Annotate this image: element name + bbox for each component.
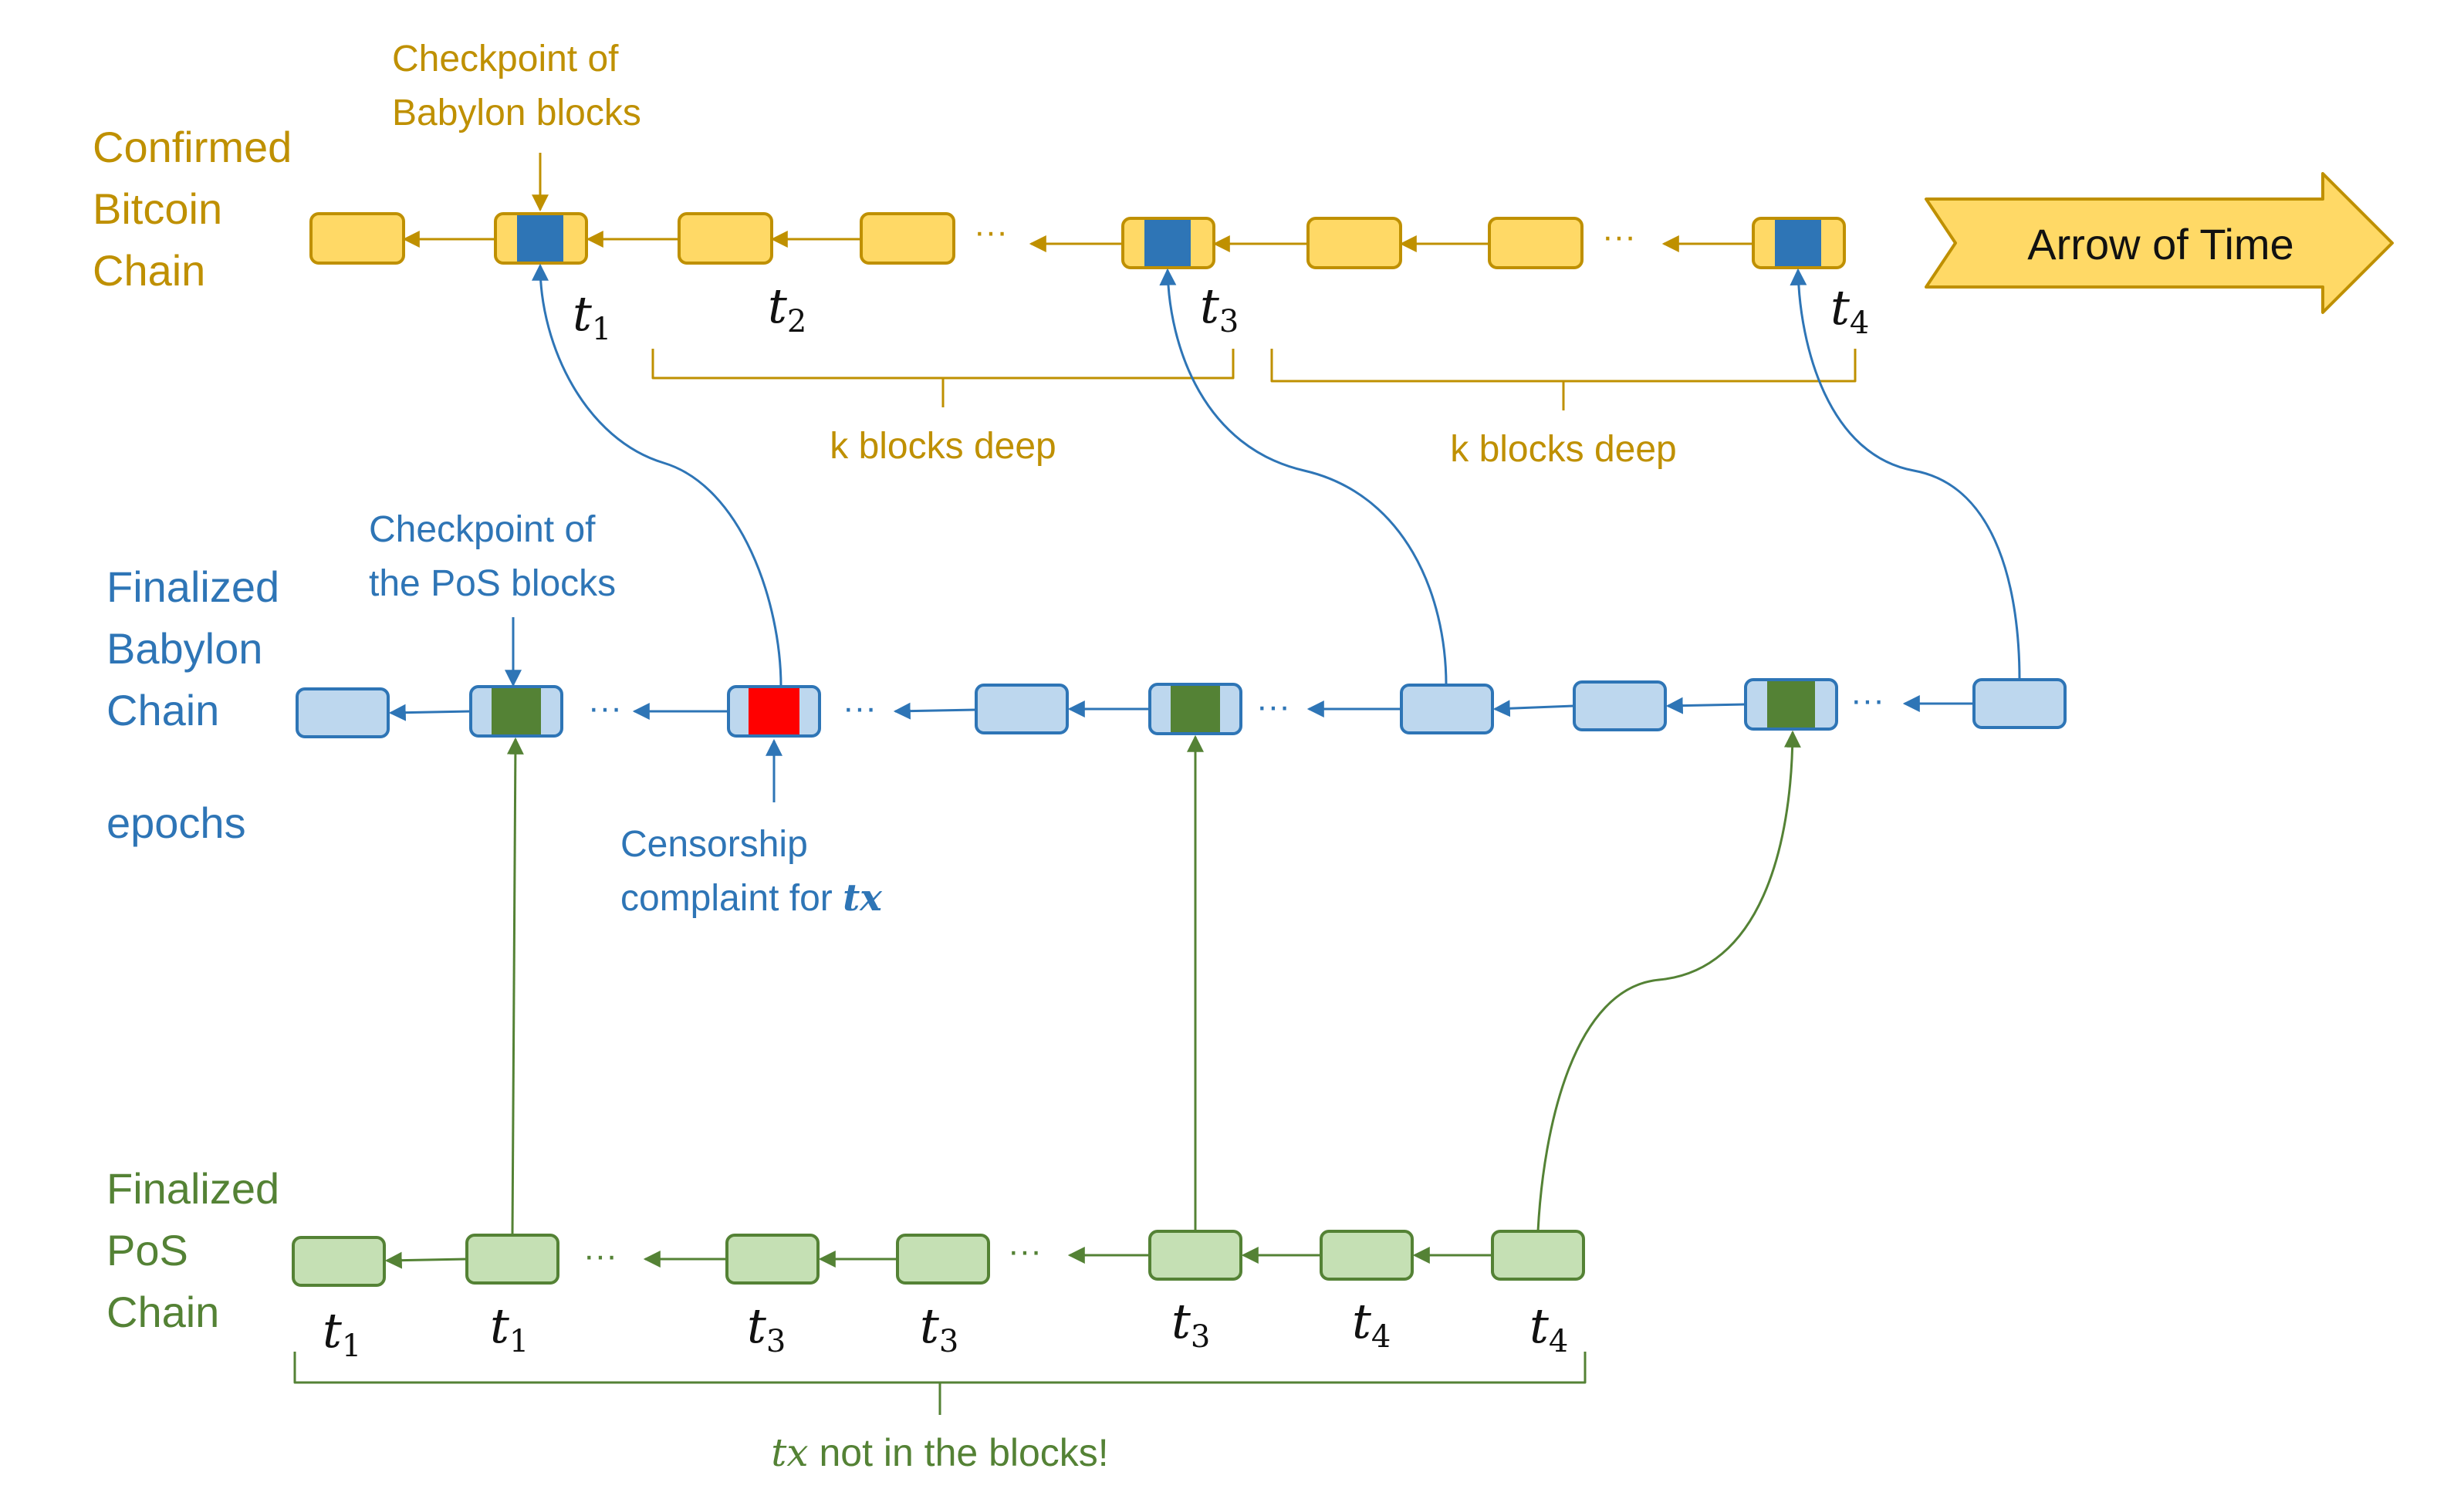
babylon-to-bitcoin-checkpoints bbox=[532, 263, 2021, 687]
pos-time-label: t3 bbox=[920, 1298, 958, 1359]
pos-block bbox=[725, 1234, 820, 1285]
pos-chain: Finalized PoS Chain ··· ··· t1 t1 t3 t3 … bbox=[106, 1164, 1587, 1475]
pos-checkpoint-callout-line1: Checkpoint of bbox=[369, 509, 596, 550]
babylon-block bbox=[1972, 678, 2067, 729]
babylon-ellipsis: ··· bbox=[588, 689, 622, 727]
pos-time-label: t3 bbox=[747, 1298, 786, 1359]
pos-block bbox=[1148, 1230, 1242, 1281]
checkpoint-curve bbox=[1790, 268, 2021, 680]
babylon-checkpoint-callout-line1: Checkpoint of bbox=[392, 39, 619, 79]
babylon-chain-link bbox=[893, 702, 977, 720]
checkpoint-link bbox=[506, 737, 524, 1236]
bitcoin-chain-label-line1: Confirmed bbox=[93, 123, 292, 171]
checkpoint-curve bbox=[1159, 268, 1448, 686]
babylon-chain-label-line2: Babylon bbox=[106, 624, 262, 673]
bitcoin-time-label: t1 bbox=[573, 285, 611, 347]
bitcoin-block bbox=[678, 212, 773, 265]
pos-time-label: t4 bbox=[1352, 1293, 1391, 1355]
pos-checkpoint-callout-line2: the PoS blocks bbox=[369, 563, 616, 604]
babylon-block bbox=[296, 687, 390, 738]
bitcoin-time-label: t2 bbox=[768, 278, 806, 339]
pos-block bbox=[465, 1234, 559, 1285]
censorship-complaint-marker bbox=[749, 688, 799, 734]
babylon-checkpoint-marker bbox=[1775, 220, 1821, 266]
babylon-checkpoint-callout-line2: Babylon blocks bbox=[392, 93, 641, 133]
arrow-of-time: Arrow of Time bbox=[1925, 172, 2394, 314]
pos-block bbox=[896, 1234, 990, 1285]
tx-not-in-blocks-brace bbox=[293, 1352, 1587, 1415]
bitcoin-ellipsis: ··· bbox=[974, 213, 1008, 251]
pos-ellipsis: ··· bbox=[583, 1237, 617, 1274]
pos-chain-label-line2: PoS bbox=[106, 1226, 188, 1274]
pos-block bbox=[1491, 1230, 1585, 1281]
arrow-of-time-label: Arrow of Time bbox=[2027, 220, 2293, 268]
bitcoin-block bbox=[309, 212, 405, 265]
bitcoin-block bbox=[1306, 217, 1402, 269]
pos-block bbox=[292, 1236, 386, 1287]
pos-chain-label-line1: Finalized bbox=[106, 1164, 279, 1213]
censorship-callout-line2: complaint for tx bbox=[620, 876, 883, 920]
bitcoin-ellipsis: ··· bbox=[1602, 218, 1636, 255]
checkpoint-curve bbox=[532, 263, 782, 687]
babylon-ellipsis: ··· bbox=[843, 689, 877, 727]
babylon-chain-link bbox=[388, 704, 472, 721]
pos-checkpoint-marker bbox=[492, 688, 541, 734]
babylon-ellipsis: ··· bbox=[1256, 687, 1290, 725]
pos-block bbox=[1320, 1230, 1414, 1281]
censorship-callout-line1: Censorship bbox=[620, 824, 808, 865]
babylon-checkpoint-marker bbox=[1144, 220, 1191, 266]
pos-checkpoint-marker bbox=[1171, 686, 1220, 732]
babylon-ellipsis: ··· bbox=[1851, 681, 1884, 719]
babylon-chain: Finalized Babylon Chain epochs Checkpoin… bbox=[106, 509, 2067, 920]
tx-not-in-blocks-label: tx not in the blocks! bbox=[771, 1430, 1108, 1475]
babylon-chain-label-line3: Chain bbox=[106, 686, 219, 734]
pos-chain-label-line3: Chain bbox=[106, 1288, 219, 1336]
bitcoin-time-label: t3 bbox=[1200, 278, 1239, 339]
pos-chain-link bbox=[384, 1251, 468, 1269]
pos-time-label: t1 bbox=[323, 1302, 361, 1364]
pos-ellipsis: ··· bbox=[1008, 1232, 1042, 1270]
babylon-block bbox=[975, 684, 1069, 734]
k-blocks-deep-brace bbox=[651, 349, 1235, 407]
checkpoint-curve bbox=[1536, 730, 1801, 1232]
babylon-chain-link bbox=[1492, 700, 1575, 717]
babylon-block bbox=[1573, 680, 1667, 731]
bitcoin-time-label: t4 bbox=[1830, 279, 1869, 341]
pos-time-label: t4 bbox=[1529, 1298, 1568, 1359]
arrow-of-time-shape bbox=[1925, 172, 2394, 314]
bitcoin-chain-label-line3: Chain bbox=[93, 246, 205, 295]
babylon-chain-link bbox=[1665, 697, 1746, 714]
pos-time-label: t1 bbox=[490, 1298, 529, 1359]
bitcoin-chain-label-line2: Bitcoin bbox=[93, 184, 222, 233]
pos-checkpoint-marker bbox=[1767, 681, 1815, 728]
k-blocks-deep-label: k blocks deep bbox=[830, 426, 1056, 467]
epochs-label: epochs bbox=[106, 798, 246, 847]
babylon-block bbox=[1400, 684, 1494, 734]
babylon-checkpoint-marker bbox=[517, 215, 563, 262]
babylon-chain-label-line1: Finalized bbox=[106, 562, 279, 611]
pos-time-label: t3 bbox=[1171, 1293, 1210, 1355]
bitcoin-chain: Confirmed Bitcoin Chain Checkpoint of Ba… bbox=[93, 39, 1869, 470]
bitcoin-block bbox=[860, 212, 955, 265]
pos-to-babylon-checkpoints bbox=[506, 730, 1801, 1236]
k-blocks-deep-brace bbox=[1270, 349, 1857, 410]
k-blocks-deep-label: k blocks deep bbox=[1450, 429, 1677, 470]
bitcoin-block bbox=[1488, 217, 1584, 269]
